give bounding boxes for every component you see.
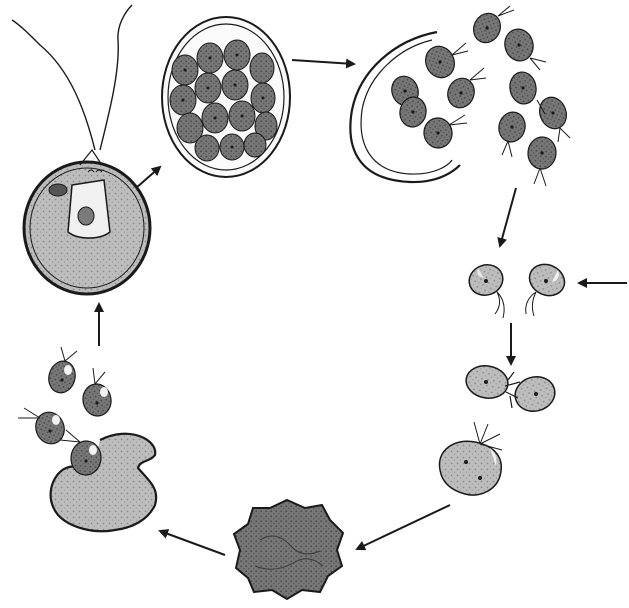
zoospore-release [350, 6, 570, 186]
flagellum-left [12, 20, 95, 150]
arrow-3 [500, 188, 516, 246]
gamete-pair [465, 259, 570, 318]
arrow-7 [160, 531, 225, 555]
resting-zygote [234, 500, 343, 599]
arrow-2 [292, 60, 354, 64]
eyespot [49, 184, 67, 196]
fusing-gametes [464, 363, 559, 416]
germinating-zygote [18, 347, 156, 531]
zygote-flagellate [439, 422, 502, 495]
arrow-6 [357, 505, 450, 549]
arrow-1 [136, 167, 160, 188]
nucleus [78, 207, 94, 225]
mature-cell [12, 5, 150, 294]
sporangium [162, 17, 290, 177]
flagellum-right [100, 5, 132, 150]
